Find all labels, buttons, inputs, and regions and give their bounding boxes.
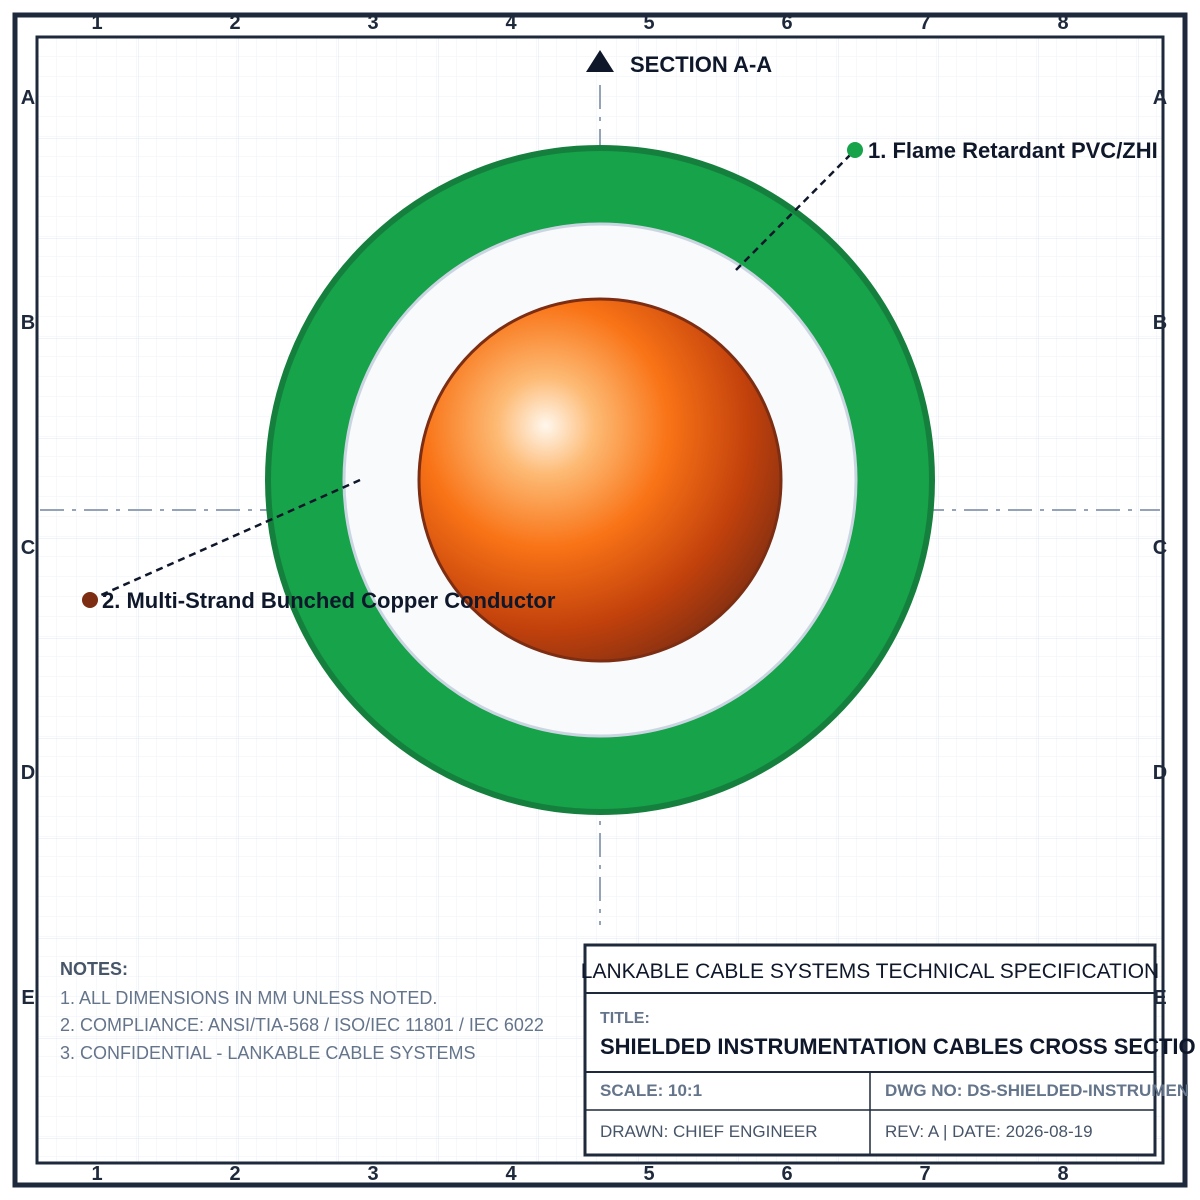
callout-jacket: 1. Flame Retardant PVC/ZHI bbox=[735, 138, 1158, 271]
note-item: 1. ALL DIMENSIONS IN MM UNLESS NOTED. bbox=[60, 988, 437, 1008]
title-block: LANKABLE CABLE SYSTEMS TECHNICAL SPECIFI… bbox=[581, 943, 1196, 1157]
row-label: A bbox=[1153, 87, 1167, 109]
title-label: TITLE: bbox=[600, 1010, 650, 1027]
callout-leader-line bbox=[89, 478, 361, 602]
row-label: E bbox=[21, 987, 34, 1009]
row-label: C bbox=[21, 537, 35, 559]
callout-label: 2. Multi-Strand Bunched Copper Conductor bbox=[102, 588, 556, 613]
drawing-number-field: DWG NO: DS-SHIELDED-INSTRUMEN bbox=[885, 1081, 1189, 1100]
column-label: 2 bbox=[229, 1163, 240, 1185]
row-label: E bbox=[1153, 987, 1166, 1009]
outer-border bbox=[12, 12, 1188, 1188]
column-label: 7 bbox=[919, 12, 930, 34]
note-item: 3. CONFIDENTIAL - LANKABLE CABLE SYSTEMS bbox=[60, 1043, 475, 1063]
row-label: C bbox=[1153, 537, 1167, 559]
row-label: B bbox=[1153, 312, 1167, 334]
notes-block: NOTES: 1. ALL DIMENSIONS IN MM UNLESS NO… bbox=[60, 959, 544, 1063]
row-labels-right: A B C D E bbox=[1153, 87, 1167, 1009]
notes-title: NOTES: bbox=[60, 959, 128, 979]
column-label: 2 bbox=[229, 12, 240, 34]
copper-conductor bbox=[417, 297, 783, 663]
scale-field: SCALE: 10:1 bbox=[600, 1081, 702, 1100]
column-label: 1 bbox=[91, 1163, 102, 1185]
section-label: SECTION A-A bbox=[630, 52, 772, 77]
column-label: 3 bbox=[367, 12, 378, 34]
column-label: 8 bbox=[1057, 1163, 1068, 1185]
callout-dot-icon bbox=[82, 592, 98, 608]
column-label: 8 bbox=[1057, 12, 1068, 34]
column-label: 3 bbox=[367, 1163, 378, 1185]
column-label: 6 bbox=[781, 1163, 792, 1185]
row-label: A bbox=[21, 87, 35, 109]
column-label: 1 bbox=[91, 12, 102, 34]
title-block-heading: LANKABLE CABLE SYSTEMS TECHNICAL SPECIFI… bbox=[581, 960, 1159, 983]
column-label: 5 bbox=[643, 1163, 654, 1185]
note-item: 2. COMPLIANCE: ANSI/TIA-568 / ISO/IEC 11… bbox=[60, 1015, 544, 1035]
inner-frame bbox=[35, 35, 1165, 1165]
callout-dot-icon bbox=[847, 142, 863, 158]
callout-leader-line bbox=[735, 149, 856, 271]
row-label: D bbox=[21, 762, 35, 784]
column-label: 6 bbox=[781, 12, 792, 34]
column-label: 4 bbox=[505, 1163, 517, 1185]
column-label: 7 bbox=[919, 1163, 930, 1185]
cable-cross-section bbox=[265, 145, 935, 815]
column-labels-bottom: 1 2 3 4 5 6 7 8 bbox=[91, 1163, 1068, 1185]
callout-label: 1. Flame Retardant PVC/ZHI bbox=[868, 138, 1158, 163]
column-label: 4 bbox=[505, 12, 517, 34]
column-labels-top: 1 2 3 4 5 6 7 8 bbox=[91, 12, 1068, 34]
column-label: 5 bbox=[643, 12, 654, 34]
row-label: B bbox=[21, 312, 35, 334]
row-label: D bbox=[1153, 762, 1167, 784]
callout-conductor: 2. Multi-Strand Bunched Copper Conductor bbox=[82, 478, 556, 613]
section-marker: SECTION A-A bbox=[586, 50, 772, 77]
row-labels-left: A B C D E bbox=[21, 87, 35, 1009]
drawing-title: SHIELDED INSTRUMENTATION CABLES CROSS SE… bbox=[600, 1034, 1196, 1059]
revision-date-field: REV: A | DATE: 2026-08-19 bbox=[885, 1122, 1093, 1141]
drawn-by-field: DRAWN: CHIEF ENGINEER bbox=[600, 1122, 818, 1141]
section-arrow-icon bbox=[586, 50, 614, 72]
